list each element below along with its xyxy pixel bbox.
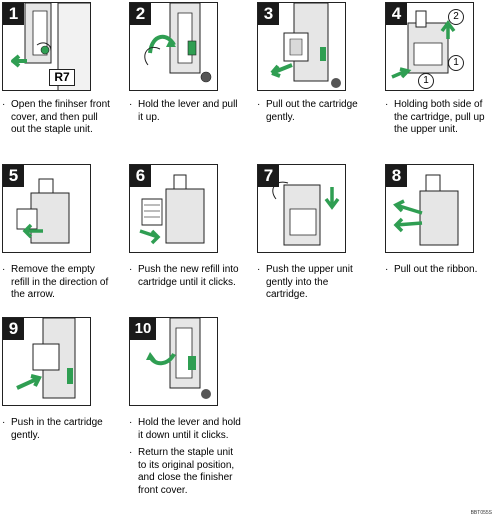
step-9-text: Push in the cartridge gently. bbox=[2, 417, 114, 447]
ribbon-drawing bbox=[393, 174, 459, 246]
step-instruction: Push the new refill into cartridge until… bbox=[129, 264, 241, 289]
lever-drawing bbox=[144, 3, 212, 83]
step-instruction: Remove the empty refill in the direction… bbox=[2, 264, 114, 302]
finisher-front-cover-drawing bbox=[11, 3, 90, 90]
step-number: 10 bbox=[130, 318, 156, 340]
step-number: 2 bbox=[130, 3, 151, 25]
step-5-text: Remove the empty refill in the direction… bbox=[2, 264, 114, 307]
step-number: 6 bbox=[130, 165, 151, 187]
r7-label: R7 bbox=[49, 69, 75, 86]
step-instruction: Open the finihser front cover, and then … bbox=[2, 99, 114, 137]
step-1-text: Open the finihser front cover, and then … bbox=[2, 99, 114, 142]
marker-2: 2 bbox=[448, 9, 464, 25]
step-5-illustration: 5 bbox=[2, 164, 91, 253]
figure-code: BBT055S bbox=[470, 510, 492, 516]
step-instruction: Pull out the cartridge gently. bbox=[257, 99, 369, 124]
step-instruction: Push in the cartridge gently. bbox=[2, 417, 114, 442]
step-7-text: Push the upper unit gently into the cart… bbox=[257, 264, 369, 307]
step-instruction: Return the staple unit to its original p… bbox=[129, 447, 241, 497]
step-7-illustration: 7 bbox=[257, 164, 346, 253]
empty-refill-drawing bbox=[16, 178, 70, 244]
step-number: 4 bbox=[386, 3, 407, 25]
step-number: 7 bbox=[258, 165, 279, 187]
step-instruction: Holding both side of the cartridge, pull… bbox=[385, 99, 497, 137]
step-number: 1 bbox=[3, 3, 24, 25]
step-6-text: Push the new refill into cartridge until… bbox=[129, 264, 241, 294]
step-2-illustration: 2 bbox=[129, 2, 218, 91]
step-9-illustration: 9 bbox=[2, 317, 91, 406]
step-number: 3 bbox=[258, 3, 279, 25]
marker-1-right: 1 bbox=[448, 55, 464, 71]
step-3-text: Pull out the cartridge gently. bbox=[257, 99, 369, 129]
step-instruction: Hold the lever and hold it down until it… bbox=[129, 417, 241, 442]
step-4-text: Holding both side of the cartridge, pull… bbox=[385, 99, 497, 142]
step-instruction: Hold the lever and pull it up. bbox=[129, 99, 241, 124]
step-4-illustration: 4 2 1 1 bbox=[385, 2, 474, 91]
step-2-text: Hold the lever and pull it up. bbox=[129, 99, 241, 129]
upper-unit-drawing bbox=[391, 10, 456, 79]
cartridge-drawing bbox=[270, 3, 341, 88]
step-6-illustration: 6 bbox=[129, 164, 218, 253]
step-8-text: Pull out the ribbon. bbox=[385, 264, 497, 282]
step-8-illustration: 8 bbox=[385, 164, 474, 253]
marker-1-left: 1 bbox=[418, 73, 434, 89]
lever-down-drawing bbox=[146, 318, 211, 399]
step-10-text: Hold the lever and hold it down until it… bbox=[129, 417, 241, 502]
upper-unit-push-drawing bbox=[272, 181, 340, 246]
cartridge-push-drawing bbox=[16, 318, 76, 399]
step-instruction: Pull out the ribbon. bbox=[385, 264, 497, 277]
step-number: 5 bbox=[3, 165, 24, 187]
step-3-illustration: 3 bbox=[257, 2, 346, 91]
step-number: 9 bbox=[3, 318, 24, 340]
new-refill-drawing bbox=[139, 174, 205, 245]
step-10-illustration: 10 bbox=[129, 317, 218, 406]
step-instruction: Push the upper unit gently into the cart… bbox=[257, 264, 369, 302]
step-number: 8 bbox=[386, 165, 407, 187]
step-1-illustration: 1 R7 bbox=[2, 2, 91, 91]
